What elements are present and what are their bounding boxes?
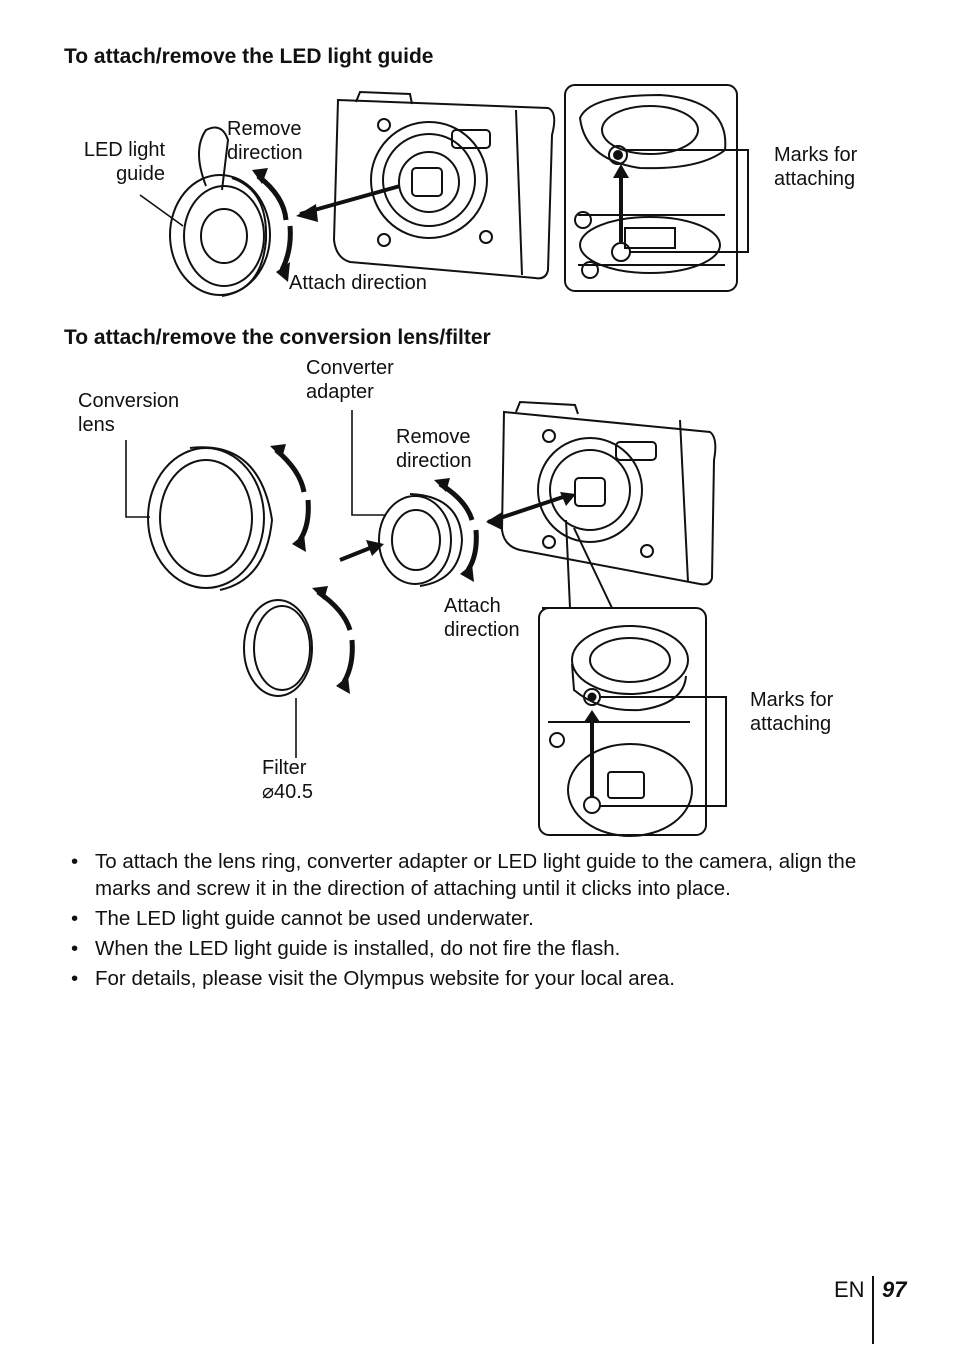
led-light-guide-label: LED light guide — [83, 139, 165, 185]
marks-for-attaching-label-2: Marks for attaching — [750, 689, 834, 735]
section2-heading: To attach/remove the conversion lens/fil… — [64, 326, 491, 349]
note-item: •For details, please visit the Olympus w… — [71, 967, 675, 990]
marks-for-attaching-label-1: Marks for attaching — [774, 144, 858, 190]
section1-heading: To attach/remove the LED light guide — [64, 45, 434, 68]
note-item: •When the LED light guide is installed, … — [71, 937, 621, 960]
page-number: 97 — [882, 1277, 907, 1302]
filter-label: Filter ⌀40.5 — [262, 757, 313, 803]
conversion-lens-label: Conversion lens — [78, 390, 180, 436]
detail-2 — [548, 625, 693, 837]
converter-adapter-part — [378, 493, 464, 587]
remove-direction-label-1: Remove direction — [227, 118, 303, 164]
footer-language: EN — [834, 1277, 865, 1302]
camera-1 — [332, 90, 556, 280]
filter-part — [243, 599, 313, 697]
notes-list: •To attach the lens ring, converter adap… — [64, 848, 864, 995]
conversion-lens-part — [147, 446, 274, 591]
converter-adapter-label: Converter adapter — [306, 357, 394, 403]
remove-direction-label-2: Remove direction — [396, 426, 472, 472]
footer-divider — [872, 1276, 874, 1344]
attach-direction-label-1: Attach direction — [289, 272, 427, 294]
attach-direction-label-2: Attach direction — [444, 595, 520, 641]
note-item: •To attach the lens ring, converter adap… — [71, 850, 857, 900]
note-item: •The LED light guide cannot be used unde… — [71, 907, 534, 930]
led-light-guide-part — [169, 126, 271, 297]
camera-2 — [500, 400, 717, 586]
